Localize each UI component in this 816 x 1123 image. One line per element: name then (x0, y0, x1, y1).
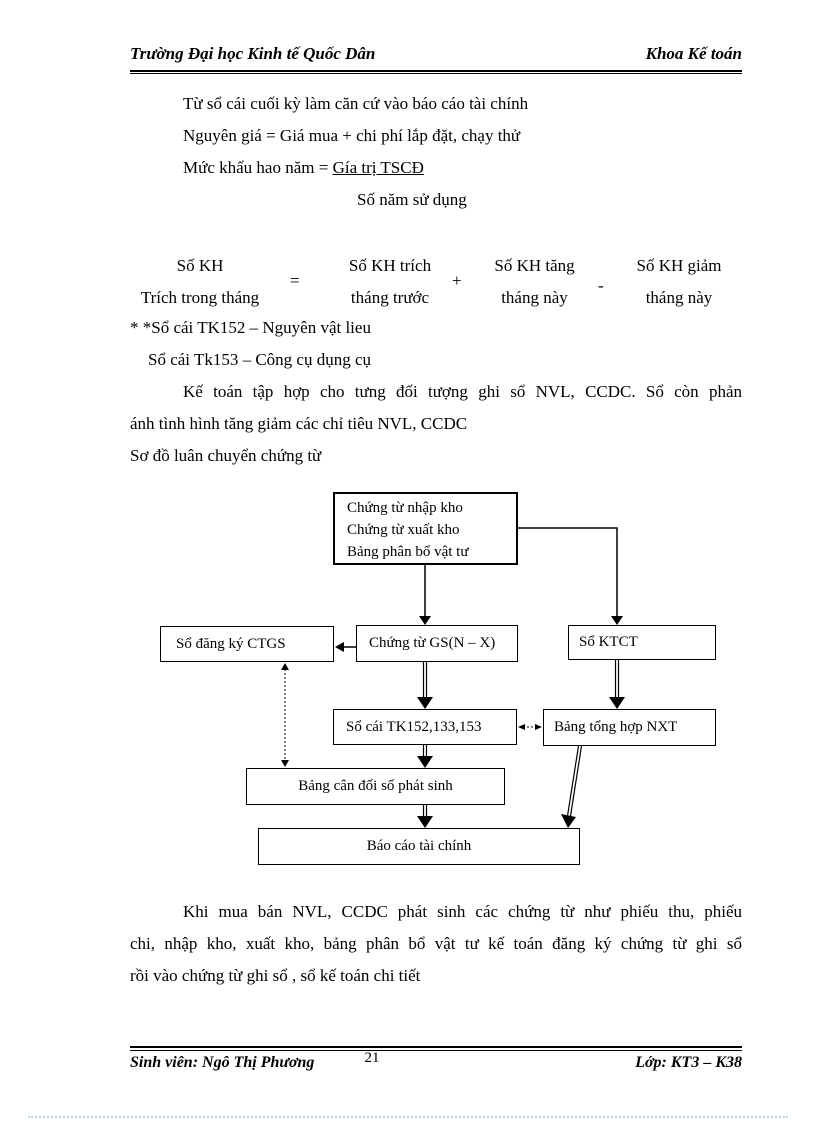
header-school: Trường Đại học Kinh tế Quốc Dân (130, 44, 376, 63)
note-para-line-2: ánh tình hình tăng giảm các chỉ tiêu NVL… (130, 414, 468, 433)
note-para-line-1: Kế toán tập hợp cho tưng đối tượng ghi s… (183, 382, 742, 401)
box-so-cai: Sổ cái TK152,133,153 (333, 709, 517, 745)
arrow-chungtugs-to-sodangky (335, 642, 356, 652)
page-header: Trường Đại học Kinh tế Quốc Dân Khoa Kế … (130, 44, 742, 64)
arrow-socai-to-bangcandoi (417, 745, 433, 768)
flow-connectors (281, 527, 625, 828)
header-faculty: Khoa Kế toán (645, 44, 742, 63)
arrow-socai-bangtonghop-dotted (518, 724, 542, 730)
bottom-dotted-border (28, 1116, 788, 1118)
formula-term-1-top: Số KH (176, 256, 224, 275)
formula-term-1-bottom: Trích trong tháng (140, 288, 260, 307)
intro-line-3: Mức khấu hao năm = Gía trị TSCĐ (130, 152, 742, 184)
arrow-sodangky-bangcandoi-dotted (281, 663, 289, 767)
source-line-3: Bảng phân bổ vật tư (347, 544, 469, 560)
formula-plus: + (452, 271, 462, 290)
note-line-2: Sổ cái Tk153 – Công cụ dụng cụ (148, 350, 372, 369)
formula-term-1: Số KH Trích trong tháng (130, 250, 270, 314)
formula-term-2-bottom: tháng trước (350, 288, 430, 307)
closing-line-1: Khi mua bán NVL, CCDC phát sinh các chứn… (183, 902, 742, 921)
page-number: 21 (364, 1050, 380, 1066)
formula-term-3-bottom: tháng này (501, 288, 568, 307)
closing-paragraph: Khi mua bán NVL, CCDC phát sinh các chứn… (130, 896, 742, 992)
formula-minus: - (598, 276, 604, 295)
arrow-bangcandoi-to-baocao (417, 805, 433, 828)
footer-class: Lớp: KT3 – K38 (635, 1054, 742, 1071)
intro-line-2: Nguyên giá = Giá mua + chi phí lắp đặt, … (183, 126, 521, 145)
document-flow-diagram: Chứng từ nhập kho Chứng từ xuất kho Bảng… (0, 485, 816, 883)
arrow-chungtugs-to-socai (417, 662, 433, 709)
box-bang-can-doi: Bảng cân đối số phát sinh (246, 768, 505, 805)
source-line-1: Chứng từ nhập kho (347, 500, 463, 516)
formula-term-4: Số KH giảm tháng này (624, 250, 734, 314)
box-so-dang-ky-ctgs: Sổ đăng ký CTGS (160, 626, 334, 662)
arrow-bangtonghop-to-baocao (561, 745, 583, 828)
depreciation-formula-prefix: Mức khấu hao năm = (183, 158, 333, 177)
formula-term-4-bottom: tháng này (645, 288, 713, 307)
arrow-source-to-chungtugs (419, 565, 431, 625)
box-chung-tu-gs: Chứng từ GS(N – X) (356, 625, 518, 662)
formula-term-3: Số KH tăng tháng này (482, 250, 587, 314)
closing-line-3: rồi vào chứng từ ghi sổ , sổ kế toán chi… (130, 966, 421, 985)
closing-line-2: chi, nhập kho, xuất kho, bảng phân bổ vậ… (130, 934, 742, 953)
arrow-soktct-to-bangtonghop (609, 660, 625, 709)
box-so-ktct: Sổ KTCT (568, 625, 716, 660)
box-bang-tong-hop-nxt: Bảng tổng hợp NXT (543, 709, 716, 746)
formula-term-2: Số KH trích tháng trước (335, 250, 445, 314)
formula-term-4-top: Số KH giảm (636, 256, 722, 275)
box-source-documents: Chứng từ nhập kho Chứng từ xuất kho Bảng… (333, 492, 518, 565)
footer-student: Sinh viên: Ngô Thị Phương (130, 1054, 315, 1071)
fraction-denominator: Số năm sử dụng (357, 190, 467, 209)
source-line-2: Chứng từ xuất kho (347, 522, 460, 538)
box-bao-cao-tai-chinh: Báo cáo tài chính (258, 828, 580, 865)
kh-formula: Số KH Trích trong tháng = Số KH trích th… (130, 250, 742, 316)
note-line-1: * *Sổ cái TK152 – Nguyên vật lieu (130, 318, 371, 337)
arrow-source-to-soktct (518, 527, 623, 625)
diagram-caption: Sơ đồ luân chuyển chứng từ (130, 446, 322, 465)
formula-term-3-top: Số KH tăng (494, 256, 575, 275)
formula-equals: = (290, 271, 300, 290)
page-footer: Sinh viên: Ngô Thị Phương Lớp: KT3 – K38 (130, 1054, 742, 1072)
intro-line-1: Từ sổ cái cuối kỳ làm căn cứ vào báo cáo… (183, 94, 529, 113)
fraction-numerator: Gía trị TSCĐ (332, 158, 424, 177)
intro-paragraph: Từ sổ cái cuối kỳ làm căn cứ vào báo cáo… (130, 88, 742, 216)
footer-rule (130, 1046, 742, 1051)
header-rule (130, 70, 742, 74)
ledger-notes: * *Sổ cái TK152 – Nguyên vật lieu Sổ cái… (130, 312, 742, 472)
formula-term-2-top: Số KH trích (348, 256, 432, 275)
